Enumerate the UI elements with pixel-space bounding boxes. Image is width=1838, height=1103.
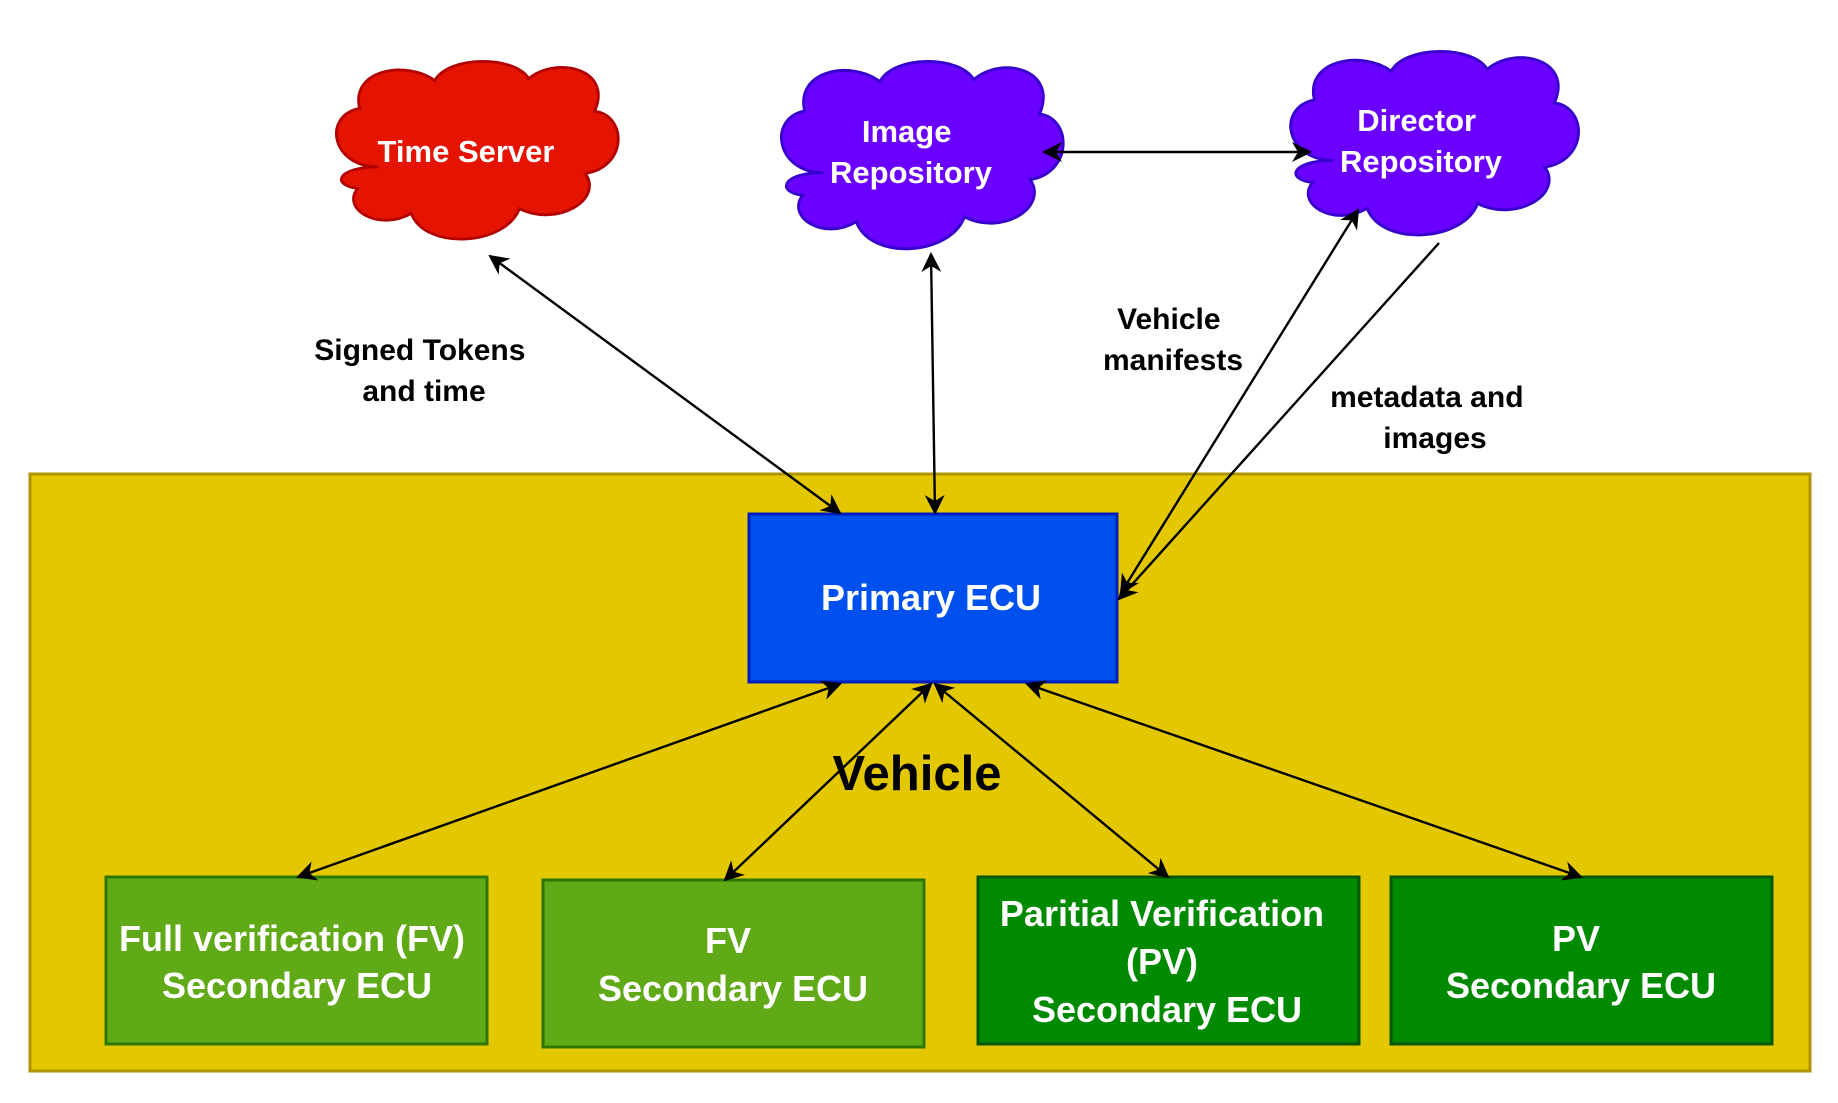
edge-director-primary-metadata (1117, 242, 1440, 601)
secondary-ecu-box (1389, 875, 1774, 1046)
director-repository-label: Director Repository (1340, 103, 1503, 179)
primary-ecu-box (747, 512, 1119, 684)
edge-label-line: Signed Tokens (314, 334, 525, 367)
secondary-ecu-label: PV Secondary ECU (1446, 918, 1716, 1006)
director-repository-label-line-1: Director (1357, 103, 1476, 138)
secondary-ecu-label-line-2: Secondary ECU (1446, 965, 1716, 1006)
secondary-ecu-label-line-2: (PV) (1126, 941, 1198, 982)
secondary-ecu-label-line-3: Secondary ECU (1032, 989, 1302, 1030)
edge-director-primary-manifests (1119, 208, 1360, 595)
edge-label-line: and time (362, 375, 485, 408)
edge-primary-secondary-4 (1025, 680, 1583, 881)
secondary-ecu-pv: PV Secondary ECU (1389, 875, 1774, 1046)
time-server-node: Time Server (335, 60, 620, 241)
secondary-ecu-box (976, 875, 1361, 1046)
edge-label-line: Vehicle (1117, 303, 1220, 336)
secondary-ecu-label-line-1: Paritial Verification (1000, 893, 1324, 934)
time-server-label-line: Time Server (378, 134, 555, 169)
image-repository-label-line-1: Image (862, 114, 952, 149)
image-repository-label-line-2: Repository (830, 155, 993, 190)
primary-ecu-label: Primary ECU (821, 577, 1041, 618)
secondary-ecu-label: Paritial Verification (PV) Secondary ECU (1000, 893, 1334, 1030)
edge-label-vehicle-manifests: Vehicle manifests (1103, 303, 1243, 377)
time-server-label: Time Server (378, 134, 555, 169)
director-repository-node: Director Repository (1289, 50, 1580, 237)
secondary-ecu-label-line-1: FV (705, 920, 751, 961)
secondary-ecu-label: Full verification (FV) Secondary ECU (119, 918, 475, 1006)
secondary-ecu-fv: FV Secondary ECU (541, 878, 926, 1049)
edge-label-line: manifests (1103, 344, 1243, 377)
edge-label-signed-tokens: Signed Tokens and time (314, 334, 534, 408)
edge-primary-secondary-2 (723, 682, 933, 882)
primary-ecu-node: Primary ECU (747, 512, 1119, 684)
edge-label-metadata-images: metadata and images (1330, 381, 1532, 455)
secondary-ecu-box (541, 878, 926, 1049)
edge-label-line: metadata and (1330, 381, 1523, 414)
director-repository-label-line-2: Repository (1340, 144, 1503, 179)
edge-label-line: images (1383, 422, 1486, 455)
image-repository-node: Image Repository (780, 60, 1065, 251)
secondary-ecu-label-line-1: PV (1552, 918, 1600, 959)
secondary-ecu-label: FV Secondary ECU (598, 920, 868, 1009)
secondary-ecu-box (104, 875, 489, 1046)
image-repository-label: Image Repository (830, 114, 993, 190)
secondary-ecu-pv-full: Paritial Verification (PV) Secondary ECU (976, 875, 1361, 1046)
secondary-ecu-label-line-2: Secondary ECU (598, 968, 868, 1009)
edge-time-server-primary (488, 254, 842, 515)
time-server-cloud (335, 60, 620, 241)
secondary-ecu-label-line-2: Secondary ECU (162, 965, 432, 1006)
edge-image-repository-primary (921, 252, 945, 515)
secondary-ecu-fv-full: Full verification (FV) Secondary ECU (104, 875, 489, 1046)
secondary-ecu-label-line-1: Full verification (FV) (119, 918, 465, 959)
image-repository-cloud (780, 60, 1065, 251)
